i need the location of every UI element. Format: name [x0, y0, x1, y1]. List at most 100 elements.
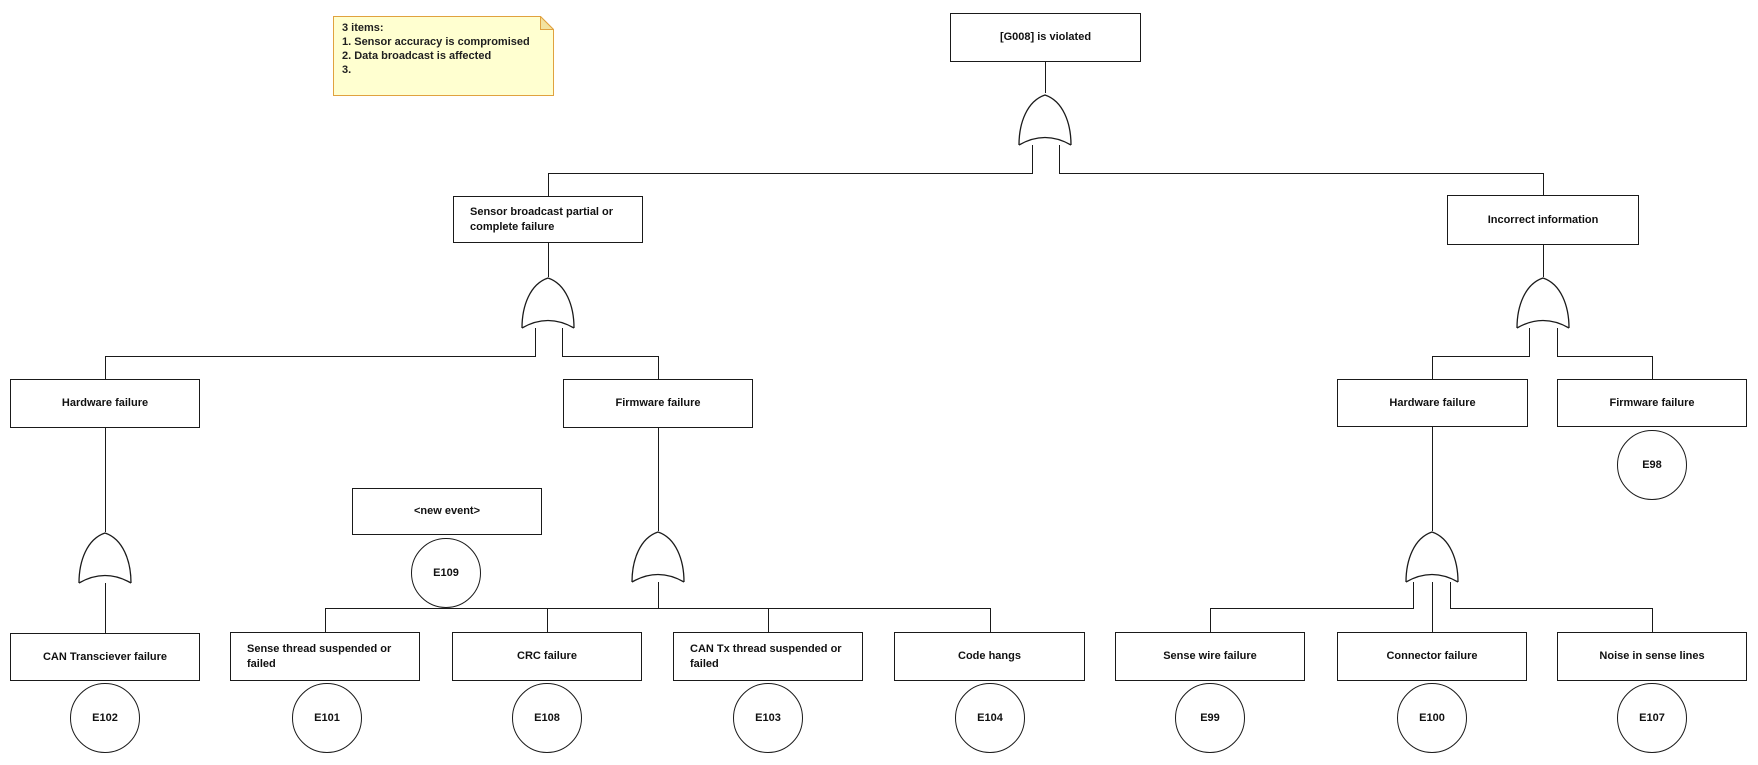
connector-line	[105, 428, 106, 532]
node-label: Firmware failure	[1609, 396, 1695, 409]
node-label: Noise in sense lines	[1599, 650, 1705, 662]
node-new-event[interactable]: <new event>	[352, 488, 542, 535]
note-line: 2. Data broadcast is affected	[342, 50, 492, 62]
connector-line	[105, 576, 106, 633]
node-g008-violated[interactable]: [G008] is violated	[950, 13, 1141, 62]
connector-line	[658, 428, 659, 531]
connector-line	[562, 326, 563, 356]
connector-line	[548, 173, 1033, 174]
node-label: Sensor broadcast partial or complete fai…	[470, 205, 614, 233]
event-circle-e100[interactable]: E100	[1397, 683, 1467, 753]
node-label: Hardware failure	[1389, 396, 1476, 409]
connector-line	[1652, 608, 1653, 632]
connector-line	[1557, 356, 1653, 357]
connector-line	[325, 608, 326, 632]
connector-line	[1543, 173, 1544, 195]
connector-line	[325, 608, 991, 609]
event-circle-e101[interactable]: E101	[292, 683, 362, 753]
connector-line	[1032, 140, 1033, 173]
node-sensor-broadcast-failure[interactable]: Sensor broadcast partial or complete fai…	[453, 196, 643, 243]
or-gate-incorrect-info[interactable]	[1515, 276, 1571, 330]
event-circle-e98[interactable]: E98	[1617, 430, 1687, 500]
event-id: E98	[1642, 459, 1662, 471]
connector-line	[1432, 356, 1433, 379]
connector-line	[1059, 173, 1544, 174]
connector-line	[990, 608, 991, 632]
connector-line	[562, 356, 659, 357]
node-hardware-failure-right[interactable]: Hardware failure	[1337, 379, 1528, 427]
node-firmware-failure-left[interactable]: Firmware failure	[563, 379, 753, 428]
or-gate-hardware-right[interactable]	[1404, 530, 1460, 584]
node-label: CAN Tx thread suspended or failed	[690, 642, 842, 670]
connector-line	[1432, 427, 1433, 531]
event-circle-e109[interactable]: E109	[411, 538, 481, 608]
event-id: E104	[977, 712, 1003, 724]
sticky-note-shape	[333, 16, 554, 96]
event-id: E101	[314, 712, 340, 724]
connector-line	[658, 575, 659, 608]
node-connector-failure[interactable]: Connector failure	[1337, 632, 1527, 681]
connector-line	[547, 608, 548, 632]
or-gate-sensor-broadcast[interactable]	[520, 276, 576, 330]
connector-line	[1059, 140, 1060, 173]
connector-line	[548, 243, 549, 277]
node-label: Incorrect information	[1487, 213, 1599, 226]
connector-line	[1432, 356, 1530, 357]
node-can-tx-thread-suspended[interactable]: CAN Tx thread suspended or failed	[673, 632, 863, 681]
node-hardware-failure-left[interactable]: Hardware failure	[10, 379, 200, 428]
node-label: CAN Transciever failure	[42, 650, 168, 663]
connector-line	[1432, 575, 1433, 632]
node-noise-in-sense-lines[interactable]: Noise in sense lines	[1557, 632, 1747, 681]
node-label: [G008] is violated	[999, 31, 1092, 43]
connector-line	[658, 356, 659, 379]
sticky-note[interactable]: 3 items: 1. Sensor accuracy is compromis…	[333, 16, 554, 96]
node-sense-thread-suspended[interactable]: Sense thread suspended or failed	[230, 632, 420, 681]
node-code-hangs[interactable]: Code hangs	[894, 632, 1085, 681]
event-id: E107	[1639, 712, 1665, 724]
connector-line	[1557, 326, 1558, 356]
event-id: E103	[755, 712, 781, 724]
event-circle-e99[interactable]: E99	[1175, 683, 1245, 753]
or-gate-root[interactable]	[1017, 93, 1073, 147]
event-id: E108	[534, 712, 560, 724]
event-id: E99	[1200, 712, 1220, 724]
connector-line	[1450, 575, 1451, 608]
connector-line	[105, 356, 106, 379]
connector-line	[1543, 245, 1544, 277]
connector-line	[1652, 356, 1653, 379]
event-circle-e104[interactable]: E104	[955, 683, 1025, 753]
node-label: Hardware failure	[61, 397, 149, 409]
node-can-transciever-failure[interactable]: CAN Transciever failure	[10, 633, 200, 681]
node-label: CRC failure	[517, 650, 577, 662]
connector-line	[1450, 608, 1653, 609]
connector-line	[535, 326, 536, 356]
event-circle-e107[interactable]: E107	[1617, 683, 1687, 753]
connector-line	[1413, 575, 1414, 608]
node-label: Code hangs	[958, 650, 1021, 662]
note-line: 3.	[342, 64, 352, 76]
note-line: 3 items:	[342, 22, 384, 34]
event-id: E109	[433, 567, 459, 579]
event-circle-e108[interactable]: E108	[512, 683, 582, 753]
node-label: Sense thread suspended or failed	[247, 642, 392, 670]
connector-line	[1210, 608, 1211, 632]
event-circle-e102[interactable]: E102	[70, 683, 140, 753]
node-label: <new event>	[413, 505, 481, 517]
node-incorrect-information[interactable]: Incorrect information	[1447, 195, 1639, 245]
event-circle-e103[interactable]: E103	[733, 683, 803, 753]
note-line: 1. Sensor accuracy is compromised	[342, 36, 530, 48]
connector-line	[768, 608, 769, 632]
event-id: E100	[1419, 712, 1445, 724]
or-gate-hardware-left[interactable]	[77, 531, 133, 585]
node-sense-wire-failure[interactable]: Sense wire failure	[1115, 632, 1305, 681]
connector-line	[1529, 326, 1530, 356]
node-label: Connector failure	[1386, 650, 1478, 662]
connector-line	[105, 356, 536, 357]
node-crc-failure[interactable]: CRC failure	[452, 632, 642, 681]
or-gate-firmware-left[interactable]	[630, 530, 686, 584]
node-firmware-failure-right[interactable]: Firmware failure	[1557, 379, 1747, 427]
event-id: E102	[92, 712, 118, 724]
node-label: Sense wire failure	[1163, 650, 1257, 662]
connector-line	[1045, 62, 1046, 93]
